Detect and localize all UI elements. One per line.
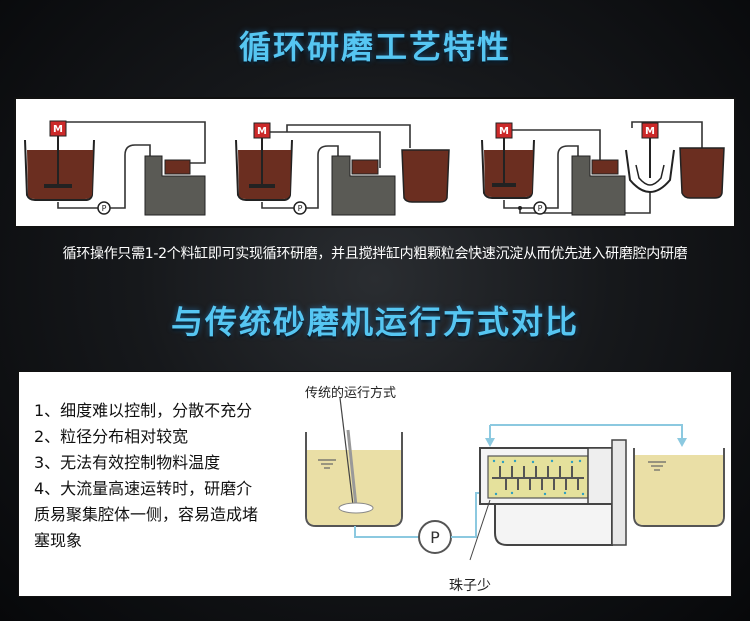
stirrer-blade [492, 183, 516, 187]
tank [481, 139, 535, 199]
drawback-list: 1、细度难以控制，分散不充分 2、粒径分布相对较宽 3、无法有效控制物料温度 4… [34, 398, 304, 554]
feed-pipe [546, 145, 579, 209]
feed-pipe [110, 144, 151, 209]
leader-line [469, 499, 491, 561]
motor-label: M [499, 126, 509, 137]
receiving-tank [633, 448, 725, 527]
mill-chamber [351, 159, 379, 175]
drawback-item: 4、大流量高速运转时，研磨介 [34, 479, 253, 498]
pump [97, 201, 111, 215]
rotor [492, 466, 584, 490]
level-mark [648, 461, 666, 471]
section1-title: 循环研磨工艺特性 [238, 28, 511, 66]
few-beads-label: 珠子少 [449, 578, 491, 594]
mill-body [331, 155, 396, 216]
circulation-diagram-2: M P [235, 122, 450, 216]
motor-label: M [645, 126, 655, 137]
mill-end-cap [587, 447, 613, 505]
motor-label: M [53, 124, 63, 135]
motor-label: M [257, 126, 267, 137]
pump-label: P [298, 204, 303, 213]
drawback-item: 2、粒径分布相对较宽 [34, 427, 189, 446]
return-pipe-2 [631, 121, 703, 150]
pump-label: P [430, 528, 440, 547]
receiving-liquid [635, 455, 723, 525]
drawback-item: 塞现象 [34, 531, 83, 550]
feed-pipe [306, 145, 339, 209]
outlet-pipe [354, 526, 419, 538]
tank [235, 139, 293, 201]
stirrer-blade [249, 184, 275, 188]
drawback-item: 1、细度难以控制，分散不充分 [34, 401, 253, 420]
leader-line [339, 397, 354, 506]
outlet-pipe [57, 202, 98, 209]
drawback-item: 质易聚集腔体一侧，容易造成堵 [34, 505, 259, 524]
drawback-item: 3、无法有效控制物料温度 [34, 453, 221, 472]
section2-title: 与传统砂磨机运行方式对比 [170, 303, 579, 341]
level-mark [318, 459, 336, 469]
stirrer-blade [338, 502, 374, 514]
stirrer-blade [44, 184, 72, 188]
mill-chamber [164, 159, 191, 175]
circulation-diagram-3: M P M [481, 121, 725, 216]
slurry [27, 150, 93, 199]
outlet-pipe [503, 200, 534, 209]
outlet-pipe [261, 202, 294, 209]
circulation-diagram-1: M P [24, 120, 206, 216]
mill-body [571, 155, 626, 216]
mill-chamber [591, 159, 619, 175]
receiving-tank [401, 149, 450, 203]
return-pipe [578, 424, 683, 445]
mill-base [494, 503, 613, 546]
section1-caption: 循环操作只需1-2个料缸即可实现循环研磨，并且搅拌缸内粗颗粒会快速沉淀从而优先进… [62, 246, 688, 262]
mill-body [144, 155, 206, 216]
bead-dots [492, 459, 585, 496]
stirrer-shaft [346, 429, 358, 507]
motor-block [611, 439, 627, 546]
pump-label: P [102, 204, 107, 213]
pump [533, 201, 547, 215]
receiving-tank [679, 147, 725, 199]
return-pipe-2 [286, 124, 411, 148]
tank [24, 139, 95, 201]
pump-label: P [538, 204, 543, 213]
traditional-method-label: 传统的运行方式 [305, 386, 397, 401]
pump [293, 201, 307, 215]
